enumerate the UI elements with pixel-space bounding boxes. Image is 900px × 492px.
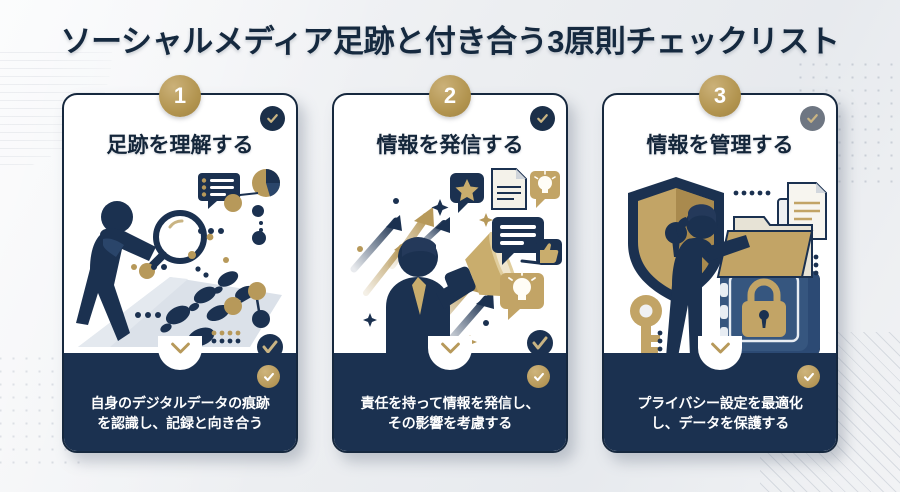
card-2-footer: 責任を持って情報を発信し、 その影響を考慮する [334, 336, 566, 451]
card-3-illustration [610, 165, 832, 363]
check-icon [267, 114, 278, 123]
check-icon [537, 114, 548, 123]
card-1-footer: 自身のデジタルデータの痕跡 を認識し、記録と向き合う [64, 336, 296, 451]
card-3-footer-line-1: プライバシー設定を最適化 [637, 395, 803, 411]
card-2-notch [428, 336, 472, 370]
card-2-footer-check-badge [527, 365, 550, 388]
card-2-footer-text: 責任を持って情報を発信し、 その影響を考慮する [342, 393, 558, 434]
card-step-3[interactable]: 情報を管理する [602, 75, 838, 453]
card-2-clip: 情報を発信する [334, 95, 566, 451]
card-step-1[interactable]: 足跡を理解する [62, 75, 298, 453]
cards-row: 足跡を理解する [62, 75, 838, 459]
chevron-down-icon [440, 342, 460, 354]
chevron-down-icon [710, 342, 730, 354]
chevron-down-icon [170, 342, 190, 354]
card-1-notch [158, 336, 202, 370]
card-3-title: 情報を管理する [646, 134, 794, 157]
card-3-top-check-badge [800, 106, 825, 131]
card-1-top-check-badge [260, 106, 285, 131]
card-3-footer-check-badge [797, 365, 820, 388]
card-2-title: 情報を発信する [376, 134, 524, 157]
card-2-footer-line-2: その影響を考慮する [387, 415, 513, 432]
card-3-notch [698, 336, 742, 370]
card-3-clip: 情報を管理する [604, 95, 836, 451]
card-2-number-badge: 2 [429, 75, 471, 117]
check-icon [533, 372, 544, 381]
card-1-footer-check-badge [257, 365, 280, 388]
check-icon [263, 372, 274, 381]
card-step-2[interactable]: 情報を発信する [332, 75, 568, 453]
card-2-footer-line-1: 責任を持って情報を発信し、 [360, 395, 540, 411]
page-title: ソーシャルメディア足跡と付き合う3原則チェックリスト [60, 24, 840, 59]
card-1-footer-line-1: 自身のデジタルデータの痕跡 [90, 395, 270, 411]
card-1-illustration [70, 165, 292, 363]
card-3-footer-text: プライバシー設定を最適化 し、データを保護する [612, 393, 828, 434]
card-2-top-check-badge [530, 106, 555, 131]
check-icon [807, 114, 818, 123]
card-1-footer-text: 自身のデジタルデータの痕跡 を認識し、記録と向き合う [72, 393, 288, 434]
card-1-footer-line-2: を認識し、記録と向き合う [97, 415, 263, 432]
card-2-illustration [340, 165, 562, 363]
card-3-footer-line-2: し、データを保護する [651, 415, 789, 432]
card-1-title: 足跡を理解する [106, 134, 254, 157]
card-1-number-badge: 1 [159, 75, 201, 117]
card-1-clip: 足跡を理解する [64, 95, 296, 451]
card-3-footer: プライバシー設定を最適化 し、データを保護する [604, 336, 836, 451]
card-3-number-badge: 3 [699, 75, 741, 117]
check-icon [803, 372, 814, 381]
